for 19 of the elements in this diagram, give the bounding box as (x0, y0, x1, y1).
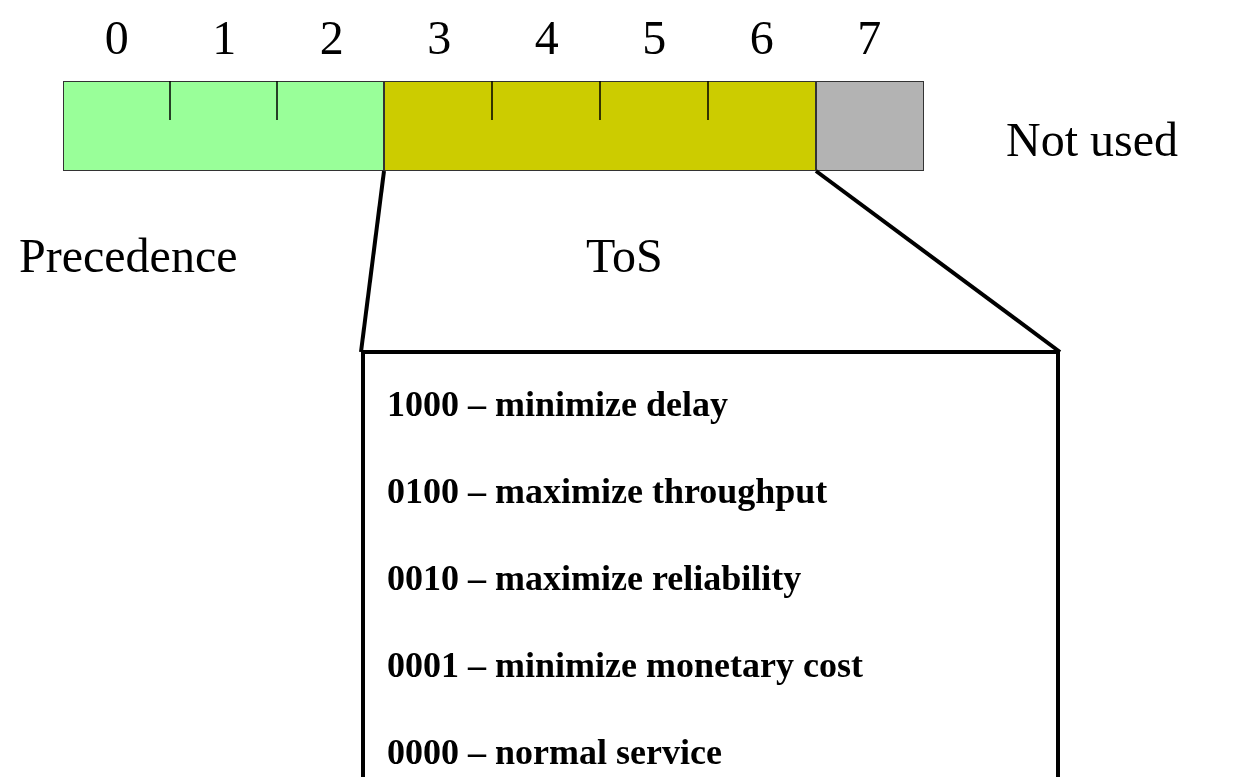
zoom-line (814, 169, 1062, 354)
code-description: 0100 – maximize throughput (387, 473, 828, 509)
code-description: 0000 – normal service (387, 734, 722, 770)
field-name: ToS (586, 232, 663, 280)
code-description: 0010 – maximize reliability (387, 560, 802, 596)
bit-number: 3 (426, 14, 453, 62)
zoom-box (361, 350, 1060, 777)
field-name: Not used (1006, 116, 1178, 164)
bit-number: 7 (856, 14, 883, 62)
bit-number: 2 (318, 14, 345, 62)
bit-number: 1 (211, 14, 238, 62)
code-description: 0001 – minimize monetary cost (387, 647, 863, 683)
zoom-line (359, 170, 386, 353)
bit-number: 6 (748, 14, 775, 62)
field-name: Precedence (19, 232, 238, 280)
bit-number: 0 (103, 14, 130, 62)
bit-number: 5 (641, 14, 668, 62)
code-description: 1000 – minimize delay (387, 386, 728, 422)
bit-number: 4 (533, 14, 560, 62)
